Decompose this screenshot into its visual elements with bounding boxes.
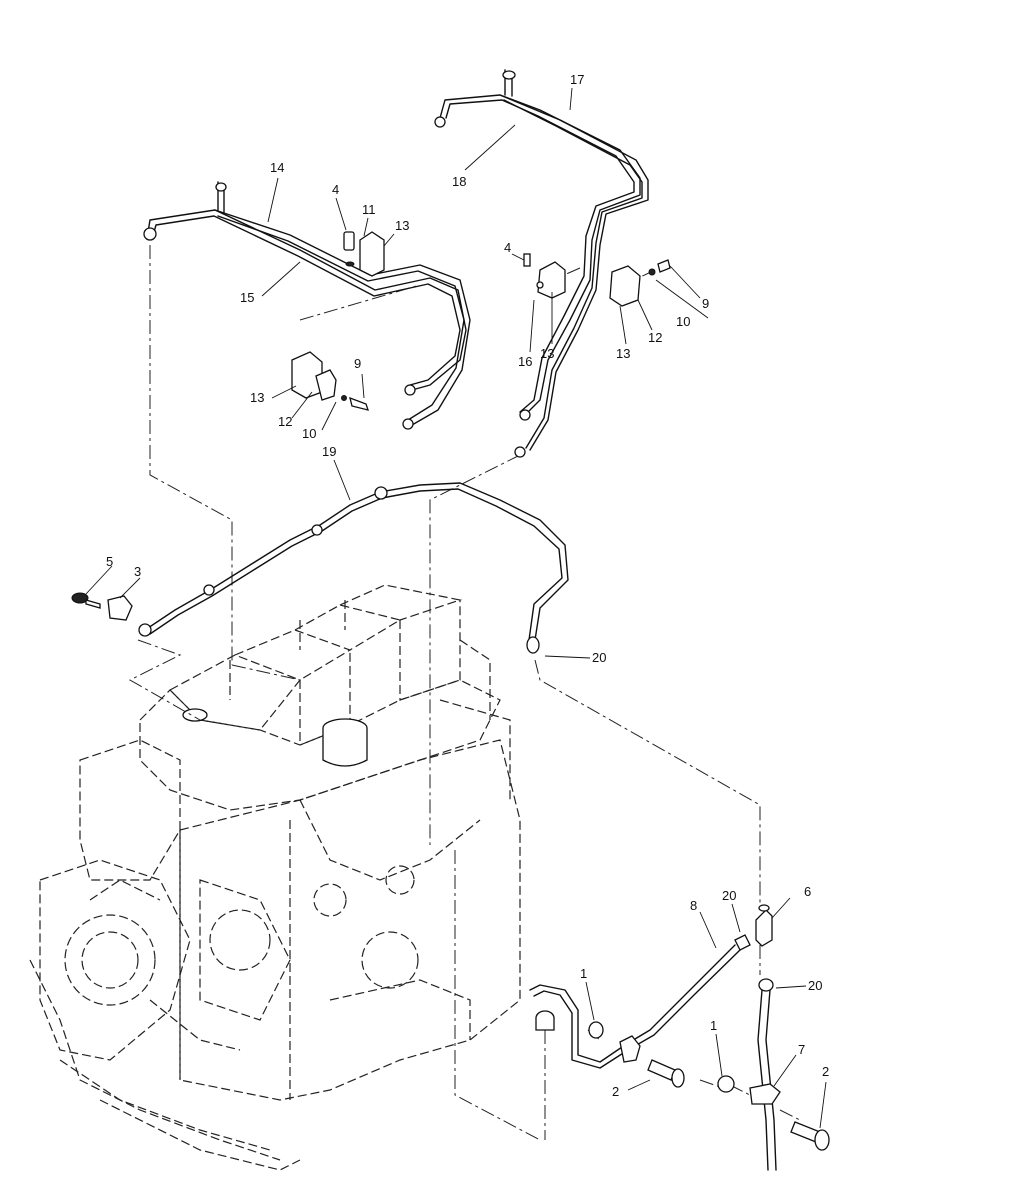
callout-2: 2	[822, 1064, 829, 1079]
callout-13: 13	[616, 346, 630, 361]
callout-4: 4	[504, 240, 511, 255]
callout-15: 15	[240, 290, 254, 305]
callout-19: 19	[322, 444, 336, 459]
leader-lines	[85, 87, 827, 1129]
callout-13: 13	[540, 346, 554, 361]
callout-7: 7	[798, 1042, 805, 1057]
callout-10: 10	[302, 426, 316, 441]
callout-1: 1	[580, 966, 587, 981]
fuel-lines-14-15	[143, 181, 471, 430]
fuel-feed-lines-7-8	[529, 904, 830, 1171]
callout-8: 8	[690, 898, 697, 913]
callout-13: 13	[250, 390, 264, 405]
callout-10: 10	[676, 314, 690, 329]
fuel-lines-17-18	[434, 69, 649, 458]
callout-20: 20	[592, 650, 606, 665]
callout-11: 11	[362, 202, 376, 217]
callout-4: 4	[332, 182, 339, 197]
callout-12: 12	[648, 330, 662, 345]
callout-14: 14	[270, 160, 284, 175]
callout-9: 9	[354, 356, 361, 371]
engine-block-phantom	[29, 584, 521, 1171]
callout-20: 20	[808, 978, 822, 993]
callout-3: 3	[134, 564, 141, 579]
callout-20: 20	[722, 888, 736, 903]
callout-12: 12	[278, 414, 292, 429]
clamp-hardware-upper	[291, 231, 671, 411]
callout-13: 13	[395, 218, 409, 233]
callout-5: 5	[106, 554, 113, 569]
callout-2: 2	[612, 1084, 619, 1099]
alignment-lines	[128, 245, 801, 1141]
callout-18: 18	[452, 174, 466, 189]
callout-16: 16	[518, 354, 532, 369]
callout-9: 9	[702, 296, 709, 311]
callout-17: 17	[570, 72, 584, 87]
fuel-return-line-19	[71, 482, 569, 654]
callout-labels: 17 18 14 4 11 13 15 4 9 10 12 13 16 13 1…	[106, 72, 829, 1099]
callout-6: 6	[804, 884, 811, 899]
callout-1: 1	[710, 1018, 717, 1033]
